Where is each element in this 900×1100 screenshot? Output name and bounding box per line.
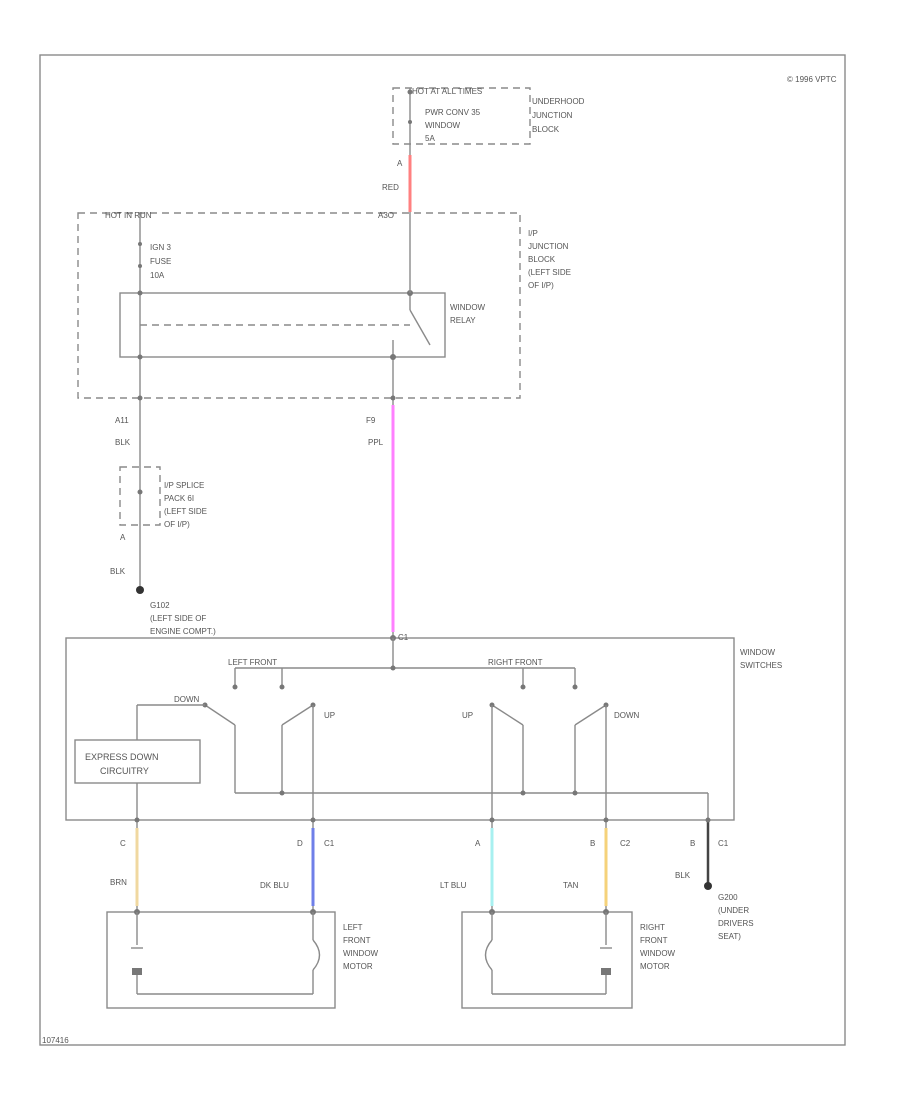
splice-label-1: I/P SPLICE	[164, 481, 204, 490]
relay-label-1: WINDOW	[450, 303, 486, 312]
ip-fuse-line-2: FUSE	[150, 257, 171, 266]
ip-fuse-line-1: IGN 3	[150, 243, 171, 252]
right-front-group: RIGHT FRONT	[488, 658, 543, 667]
window-relay	[119, 292, 446, 358]
relay-label-2: RELAY	[450, 316, 476, 325]
switch-down-left: DOWN	[174, 695, 200, 704]
diagram-border	[39, 54, 846, 1046]
wire-dk-blu: D C1 DK BLU	[260, 817, 335, 912]
wire-brn: C BRN	[110, 817, 140, 912]
right-motor-label-3: WINDOW	[640, 949, 676, 958]
copyright-label: © 1996 VPTC	[787, 75, 837, 84]
ground-g102: G102 (LEFT SIDE OF ENGINE COMPT.)	[136, 586, 216, 636]
wire-lt-blu: A LT BLU	[440, 817, 495, 912]
underhood-loc-2: JUNCTION	[532, 111, 573, 120]
wire-dkblu-connector: C1	[324, 839, 335, 848]
switch-up-right: UP	[462, 711, 473, 720]
ip-loc-2: JUNCTION	[528, 242, 569, 251]
wire-red: A RED	[382, 145, 412, 213]
blk-pin-top: A11	[115, 416, 129, 425]
wire-ppl-label: PPL	[368, 438, 384, 447]
left-front-window-motor: LEFT FRONT WINDOW MOTOR	[106, 909, 379, 1009]
wire-ltblu-label: LT BLU	[440, 881, 467, 890]
ground-g200: G200 (UNDER DRIVERS SEAT)	[718, 893, 754, 941]
wire-tan-label: TAN	[563, 881, 579, 890]
figure-id-label: 107416	[42, 1036, 69, 1045]
wire-ppl: F9 PPL	[366, 395, 396, 638]
wire-blk-right: B C1 BLK	[675, 817, 729, 890]
wire-ppl-pin: F9	[366, 416, 376, 425]
wire-dkblu-pin: D	[297, 839, 303, 848]
g102-label-3: ENGINE COMPT.)	[150, 627, 216, 636]
wire-dkblu-label: DK BLU	[260, 881, 289, 890]
underhood-fuse-line-3: 5A	[425, 134, 435, 143]
wire-blkr-pin: B	[690, 839, 695, 848]
left-motor-label-1: LEFT	[343, 923, 363, 932]
switch-up-left: UP	[324, 711, 335, 720]
ip-loc-5: OF I/P)	[528, 281, 554, 290]
wire-red-pin: A	[397, 159, 403, 168]
wire-tan: B C2 TAN	[563, 817, 631, 912]
blk-label-top: BLK	[115, 438, 131, 447]
wire-ltblu-pin: A	[475, 839, 481, 848]
wire-red-label: RED	[382, 183, 399, 192]
g102-label-2: (LEFT SIDE OF	[150, 614, 206, 623]
express-line-1: EXPRESS DOWN	[85, 752, 159, 762]
underhood-loc-1: UNDERHOOD	[532, 97, 585, 106]
switch-connector: C1	[398, 633, 409, 642]
ip-loc-1: I/P	[528, 229, 538, 238]
right-motor-label-2: FRONT	[640, 936, 668, 945]
underhood-fuse-line-2: WINDOW	[425, 121, 461, 130]
express-line-2: CIRCUITRY	[100, 766, 149, 776]
g102-label-1: G102	[150, 601, 170, 610]
left-motor-label-4: MOTOR	[343, 962, 373, 971]
ip-splice-pack: I/P SPLICE PACK 6I (LEFT SIDE OF I/P)	[119, 466, 207, 529]
left-front-group: LEFT FRONT	[228, 658, 277, 667]
wire-blkr-label: BLK	[675, 871, 691, 880]
splice-label-4: OF I/P)	[164, 520, 190, 529]
wire-brn-label: BRN	[110, 878, 127, 887]
switches-label-2: SWITCHES	[740, 661, 782, 670]
ip-fuse-line-3: 10A	[150, 271, 165, 280]
g200-label-2: (UNDER	[718, 906, 749, 915]
wire-brn-pin: C	[120, 839, 126, 848]
g200-label-1: G200	[718, 893, 738, 902]
ip-header: HOT IN RUN	[105, 211, 152, 220]
underhood-loc-3: BLOCK	[532, 125, 560, 134]
left-motor-label-3: WINDOW	[343, 949, 379, 958]
right-motor-label-1: RIGHT	[640, 923, 665, 932]
ip-loc-3: BLOCK	[528, 255, 556, 264]
underhood-fuse-line-1: PWR CONV 35	[425, 108, 481, 117]
g200-label-4: SEAT)	[718, 932, 741, 941]
wire-tan-pin: B	[590, 839, 595, 848]
underhood-junction-block: HOT AT ALL TIMES PWR CONV 35 WINDOW 5A U…	[392, 87, 585, 145]
splice-label-3: (LEFT SIDE	[164, 507, 207, 516]
wire-blkr-connector: C1	[718, 839, 729, 848]
express-down-circuitry	[74, 739, 201, 784]
ip-junction-block: HOT IN RUN A3O IGN 3 FUSE 10A WINDOW REL…	[77, 211, 571, 399]
ip-top-connector: A3O	[378, 211, 394, 220]
left-motor-label-2: FRONT	[343, 936, 371, 945]
wire-tan-connector: C2	[620, 839, 631, 848]
ip-loc-4: (LEFT SIDE	[528, 268, 571, 277]
right-motor-label-4: MOTOR	[640, 962, 670, 971]
right-front-window-motor: RIGHT FRONT WINDOW MOTOR	[461, 909, 676, 1009]
switch-down-right: DOWN	[614, 711, 640, 720]
switches-label-1: WINDOW	[740, 648, 776, 657]
underhood-header: HOT AT ALL TIMES	[412, 87, 482, 96]
blk-pin-bottom: A	[120, 533, 126, 542]
g200-label-3: DRIVERS	[718, 919, 754, 928]
blk-label-bottom: BLK	[110, 567, 126, 576]
window-switches: C1 LEFT FRONT RIGHT FRONT WINDOW SWITCHE…	[65, 633, 782, 821]
splice-label-2: PACK 6I	[164, 494, 194, 503]
